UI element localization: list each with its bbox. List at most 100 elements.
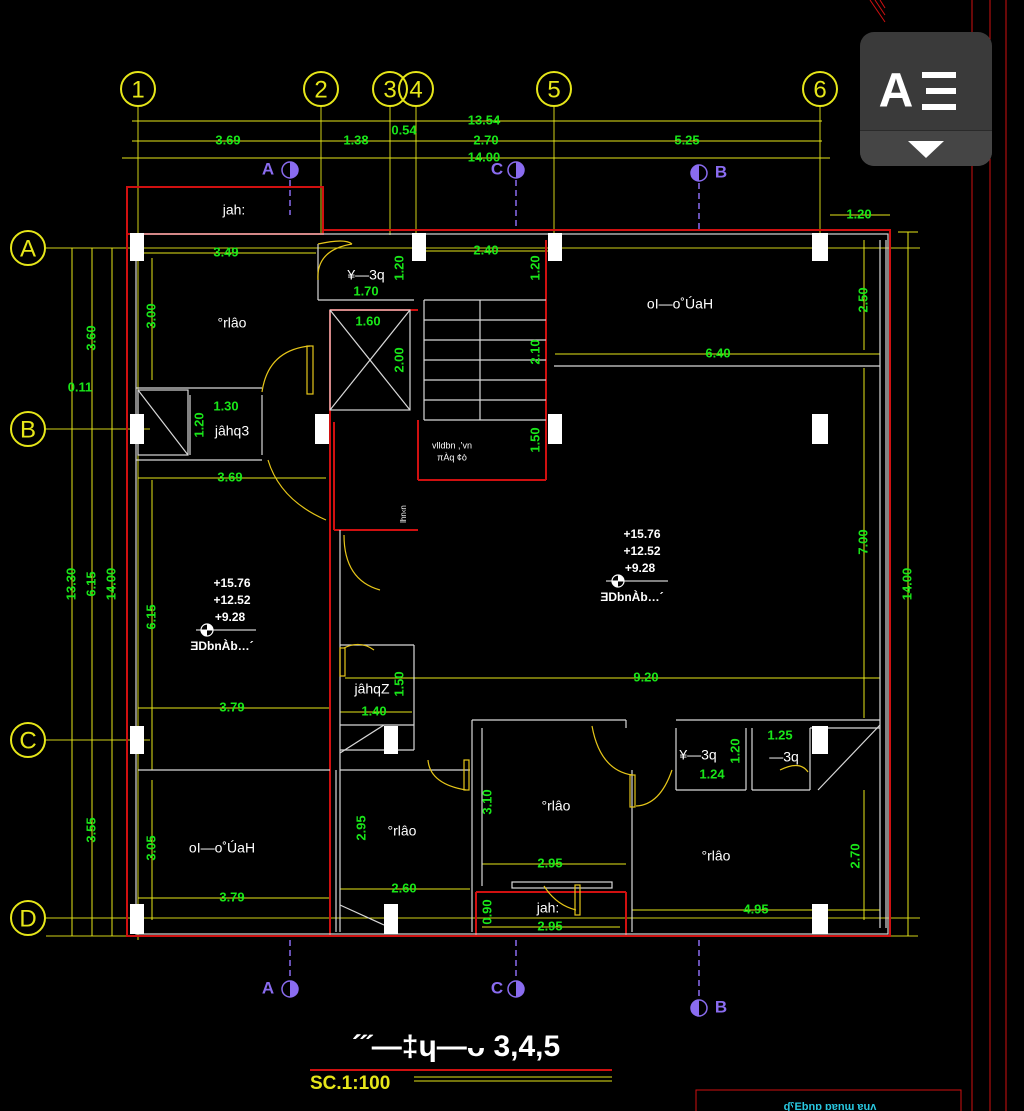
dim-200: 2.00 bbox=[391, 347, 406, 372]
room-labels: jаh: ¥—3q °rlâo oI—o˚ÚaH jâhq3 vlldbn ,’… bbox=[189, 202, 799, 916]
room-label-wc-top: ¥—3q bbox=[346, 267, 384, 283]
text-format-button[interactable]: A bbox=[860, 32, 992, 166]
button-divider bbox=[860, 130, 992, 131]
dim-349: 3.49 bbox=[213, 244, 238, 259]
dimension-lines bbox=[71, 120, 918, 936]
section-marker-fills bbox=[290, 162, 699, 1016]
dim-250: 2.50 bbox=[855, 287, 870, 312]
dim-700: 7.00 bbox=[855, 529, 870, 554]
dim-140: 1.40 bbox=[361, 703, 386, 718]
grid-label-col-4: 4 bbox=[409, 77, 422, 104]
grid-label-col-1: 1 bbox=[131, 77, 144, 104]
dim-130: 1.30 bbox=[213, 398, 238, 413]
dim-125: 1.25 bbox=[767, 727, 792, 742]
dim-210: 2.10 bbox=[527, 339, 542, 364]
dim-left-360: 3.60 bbox=[83, 325, 98, 350]
dim-left-1330: 13.30 bbox=[63, 568, 78, 601]
dim-260: 2.60 bbox=[391, 880, 416, 895]
dim-left-011: 0.11 bbox=[68, 379, 93, 394]
level-left-928: +9.28 bbox=[215, 610, 246, 624]
dim-top-525: 5.25 bbox=[674, 132, 699, 147]
dim-495: 4.95 bbox=[743, 901, 768, 916]
dim-left-355: 3.55 bbox=[83, 817, 98, 842]
section-label-a-top: A bbox=[262, 159, 274, 178]
room-label-balcony-bottom: jаh: bbox=[536, 900, 560, 916]
level-left-1252: +12.52 bbox=[213, 593, 250, 607]
grid-label-col-3: 3 bbox=[383, 77, 396, 104]
dim-295c: 2.95 bbox=[537, 918, 562, 933]
room-label-closet: jâhq3 bbox=[214, 423, 249, 439]
dim-170: 1.70 bbox=[353, 283, 378, 298]
level-right-tag: ƎDbnÀb…´ bbox=[600, 589, 663, 604]
room-label-living-bottom-left: oI—o˚ÚaH bbox=[189, 840, 255, 856]
dim-120a: 1.20 bbox=[391, 255, 406, 280]
level-right-1252: +12.52 bbox=[623, 544, 660, 558]
dim-310: 3.10 bbox=[479, 789, 494, 814]
section-label-b-bottom: B bbox=[715, 997, 727, 1016]
dim-270: 2.70 bbox=[847, 843, 862, 868]
level-right-928: +9.28 bbox=[625, 561, 656, 575]
section-label-c-top: C bbox=[491, 159, 503, 178]
dim-920: 9.20 bbox=[633, 669, 658, 684]
grid-label-col-5: 5 bbox=[547, 77, 560, 104]
stamp-text: ʠˤEbnɒ ɒɐnɯ ɐuʌ bbox=[784, 1101, 878, 1111]
dim-150b: 1.50 bbox=[391, 671, 406, 696]
dim-120d: 1.20 bbox=[727, 738, 742, 763]
section-label-c-bottom: C bbox=[491, 978, 503, 997]
level-left-1576: +15.76 bbox=[213, 576, 250, 590]
stair-note-1: vlldbn ,’vn bbox=[432, 440, 472, 450]
room-label-wc-bottom-right-2: —3q bbox=[769, 749, 799, 765]
dim-640: 6.40 bbox=[705, 345, 730, 360]
room-label-wc-middle: jâhqZ bbox=[353, 681, 389, 697]
dim-305: 3.05 bbox=[143, 835, 158, 860]
dim-120b: 1.20 bbox=[527, 255, 542, 280]
dim-top-054: 0.54 bbox=[391, 122, 417, 137]
dim-left-615: 6.15 bbox=[83, 571, 98, 596]
room-label-bedroom-bottom-middle: °rlâo bbox=[388, 823, 417, 839]
section-label-b-top: B bbox=[715, 162, 727, 181]
dim-1400-right: 14.00 bbox=[899, 568, 914, 601]
grid-label-row-b: B bbox=[20, 417, 36, 444]
room-label-bedroom-top-left: °rlâo bbox=[218, 315, 247, 331]
room-label-bedroom-bottom-center: °rlâo bbox=[542, 798, 571, 814]
grid-label-col-6: 6 bbox=[813, 77, 826, 104]
dropdown-toggle[interactable] bbox=[860, 131, 992, 166]
room-label-bedroom-bottom-right: °rlâo bbox=[702, 848, 731, 864]
grid-label-row-c: C bbox=[19, 728, 36, 755]
dim-615a: 6.15 bbox=[143, 604, 158, 629]
room-label-balcony-top: jаh: bbox=[222, 202, 246, 218]
dim-369b: 3.69 bbox=[217, 469, 242, 484]
level-left-tag: ƎDbnÀb…´ bbox=[190, 638, 253, 653]
drawing-title: ´˝—‡ɥ—ᴗ 3,4,5 bbox=[352, 1030, 560, 1063]
level-marker-right: +15.76 +12.52 +9.28 ƎDbnÀb…´ bbox=[600, 527, 668, 604]
walls bbox=[126, 186, 891, 937]
drawing-scale: SC.1:100 bbox=[310, 1073, 390, 1094]
room-label-living-top-right: oI—o˚ÚaH bbox=[647, 296, 713, 312]
level-marker-left: +15.76 +12.52 +9.28 ƎDbnÀb…´ bbox=[190, 576, 256, 653]
dim-295a: 2.95 bbox=[353, 815, 368, 840]
dim-240: 2.40 bbox=[473, 242, 498, 257]
section-label-a-bottom: A bbox=[262, 978, 274, 997]
doors bbox=[261, 240, 809, 916]
dim-090: 0.90 bbox=[479, 899, 494, 924]
dim-150a: 1.50 bbox=[527, 427, 542, 452]
shaft-label: lhn‹n bbox=[399, 505, 408, 523]
text-format-icon: A bbox=[879, 65, 956, 118]
chevron-down-icon bbox=[908, 141, 944, 158]
dim-top-138: 1.38 bbox=[343, 132, 368, 147]
level-right-1576: +15.76 bbox=[623, 527, 660, 541]
dim-top-369: 3.69 bbox=[215, 132, 240, 147]
dim-295b: 2.95 bbox=[537, 855, 562, 870]
dim-124: 1.24 bbox=[699, 766, 725, 781]
grid-label-row-d: D bbox=[19, 906, 36, 933]
dim-379b: 3.79 bbox=[219, 889, 244, 904]
dim-left-1400: 14.00 bbox=[103, 568, 118, 601]
dim-379a: 3.79 bbox=[219, 699, 244, 714]
room-label-wc-bottom-right-1: ¥—3q bbox=[678, 747, 716, 763]
columns bbox=[130, 233, 828, 934]
grid-label-row-a: A bbox=[20, 236, 36, 263]
dim-160: 1.60 bbox=[355, 313, 380, 328]
dim-300: 3.00 bbox=[143, 303, 158, 328]
dim-top-total: 13.54 bbox=[468, 112, 501, 127]
